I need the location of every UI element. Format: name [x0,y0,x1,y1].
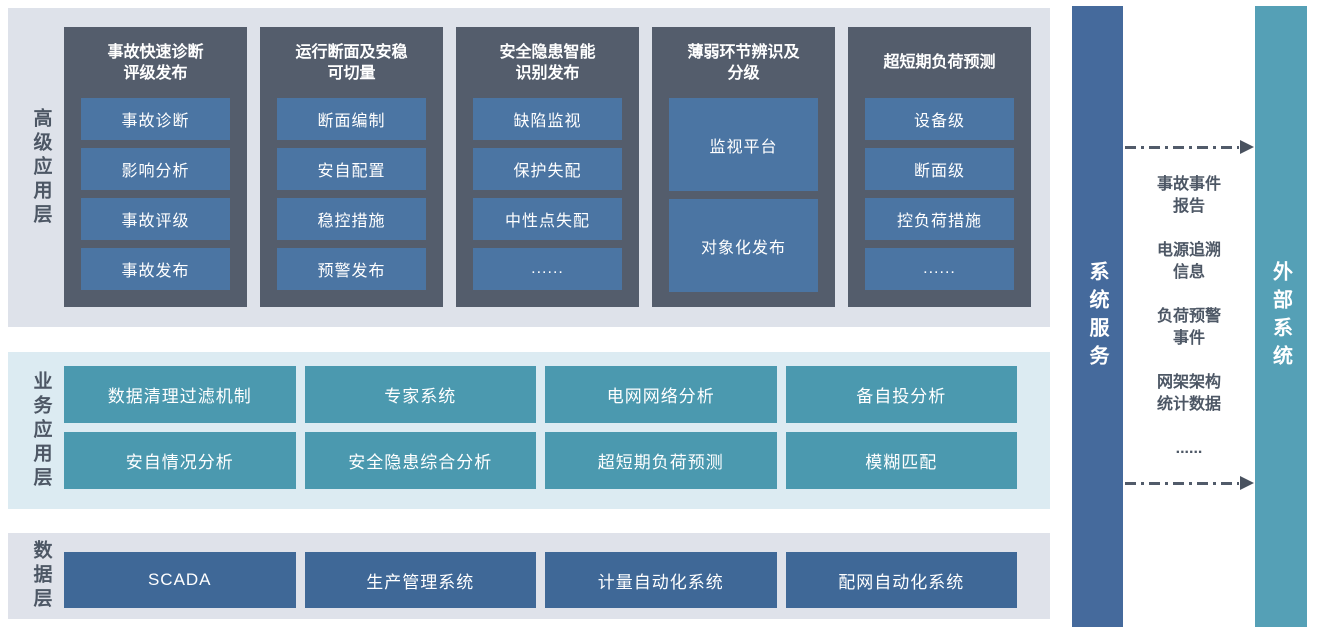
panel-item: 中性点失配 [473,198,622,240]
panel-title: 事故快速诊断 评级发布 [107,43,204,82]
panel-title: 薄弱环节辨识及 分级 [687,43,800,82]
panel-item: 设备级 [865,98,1014,140]
system-service-bar: 系统服务 [1072,6,1123,627]
panel-item: 对象化发布 [669,199,818,292]
exchange-item-ellipsis: ...... [1175,440,1203,457]
business-app-button: 超短期负荷预测 [545,432,777,489]
panel-item: 控负荷措施 [865,198,1014,240]
business-app-button: 安全隐患综合分析 [304,432,536,489]
business-application-layer-section: 业务应用层 数据清理过滤机制 专家系统 电网网络分析 备自投分析 安自情况分析 … [8,352,1050,509]
panel-item: 监视平台 [669,98,818,191]
panel-item: 断面编制 [277,98,426,140]
layer-label-business: 业务应用层 [30,370,52,491]
data-source-button: 配网自动化系统 [785,552,1017,608]
exchange-item: 事故事件 报告 [1156,176,1221,215]
business-app-button: 专家系统 [304,366,536,423]
panel-item: 影响分析 [81,148,230,190]
panel-item: 断面级 [865,148,1014,190]
panel-item: 稳控措施 [277,198,426,240]
panel-item: 预警发布 [277,248,426,290]
data-layer-section: 数据层 SCADA 生产管理系统 计量自动化系统 配网自动化系统 [8,533,1050,619]
advanced-panels: 事故快速诊断 评级发布 事故诊断 影响分析 事故评级 事故发布 运行断面及安稳 … [64,27,1031,307]
data-source-button: 计量自动化系统 [545,552,777,608]
advanced-application-layer-section: 高级应用层 事故快速诊断 评级发布 事故诊断 影响分析 事故评级 事故发布 运行… [8,8,1050,327]
panel-item: 缺陷监视 [473,98,622,140]
exchange-item: 电源追溯 信息 [1156,242,1221,281]
business-app-button: 电网网络分析 [545,366,777,423]
panel-item: 事故诊断 [81,98,230,140]
dash-dot-line [1125,482,1239,485]
dash-dot-line [1125,146,1239,149]
flow-arrow-top [1125,140,1254,154]
exchange-data-list: 事故事件 报告 电源追溯 信息 负荷预警 事件 网架架构 统计数据 ...... [1123,174,1255,460]
data-source-buttons: SCADA 生产管理系统 计量自动化系统 配网自动化系统 [64,552,1017,608]
panel-title: 运行断面及安稳 可切量 [295,43,408,82]
business-app-button: 备自投分析 [785,366,1017,423]
panel-title: 安全隐患智能 识别发布 [499,43,596,82]
panel-item: 事故发布 [81,248,230,290]
business-buttons: 数据清理过滤机制 专家系统 电网网络分析 备自投分析 安自情况分析 安全隐患综合… [64,366,1017,489]
flow-arrow-bottom [1125,476,1254,490]
exchange-item: 负荷预警 事件 [1156,308,1221,347]
arrowhead-right-icon [1240,476,1254,490]
panel-weak-link-grading: 薄弱环节辨识及 分级 监视平台 对象化发布 [652,27,835,307]
business-app-button: 模糊匹配 [785,432,1017,489]
business-app-button: 安自情况分析 [64,432,296,489]
panel-accident-rapid-diagnosis: 事故快速诊断 评级发布 事故诊断 影响分析 事故评级 事故发布 [64,27,247,307]
panel-item: 事故评级 [81,198,230,240]
arrowhead-right-icon [1240,140,1254,154]
external-system-bar: 外部系统 [1255,6,1307,627]
panel-item: ...... [473,248,622,290]
panel-item: ...... [865,248,1014,290]
layer-label-advanced: 高级应用层 [30,107,52,228]
data-source-button: 生产管理系统 [304,552,536,608]
panel-hidden-danger-identification: 安全隐患智能 识别发布 缺陷监视 保护失配 中性点失配 ...... [456,27,639,307]
panel-item: 安自配置 [277,148,426,190]
layer-label-data: 数据层 [30,540,52,612]
panel-operation-section-stability: 运行断面及安稳 可切量 断面编制 安自配置 稳控措施 预警发布 [260,27,443,307]
exchange-item: 网架架构 统计数据 [1156,374,1221,413]
panel-ultra-short-load-forecast: 超短期负荷预测 设备级 断面级 控负荷措施 ...... [848,27,1031,307]
panel-title: 超短期负荷预测 [883,54,996,71]
business-app-button: 数据清理过滤机制 [64,366,296,423]
data-source-button: SCADA [64,552,296,608]
panel-item: 保护失配 [473,148,622,190]
